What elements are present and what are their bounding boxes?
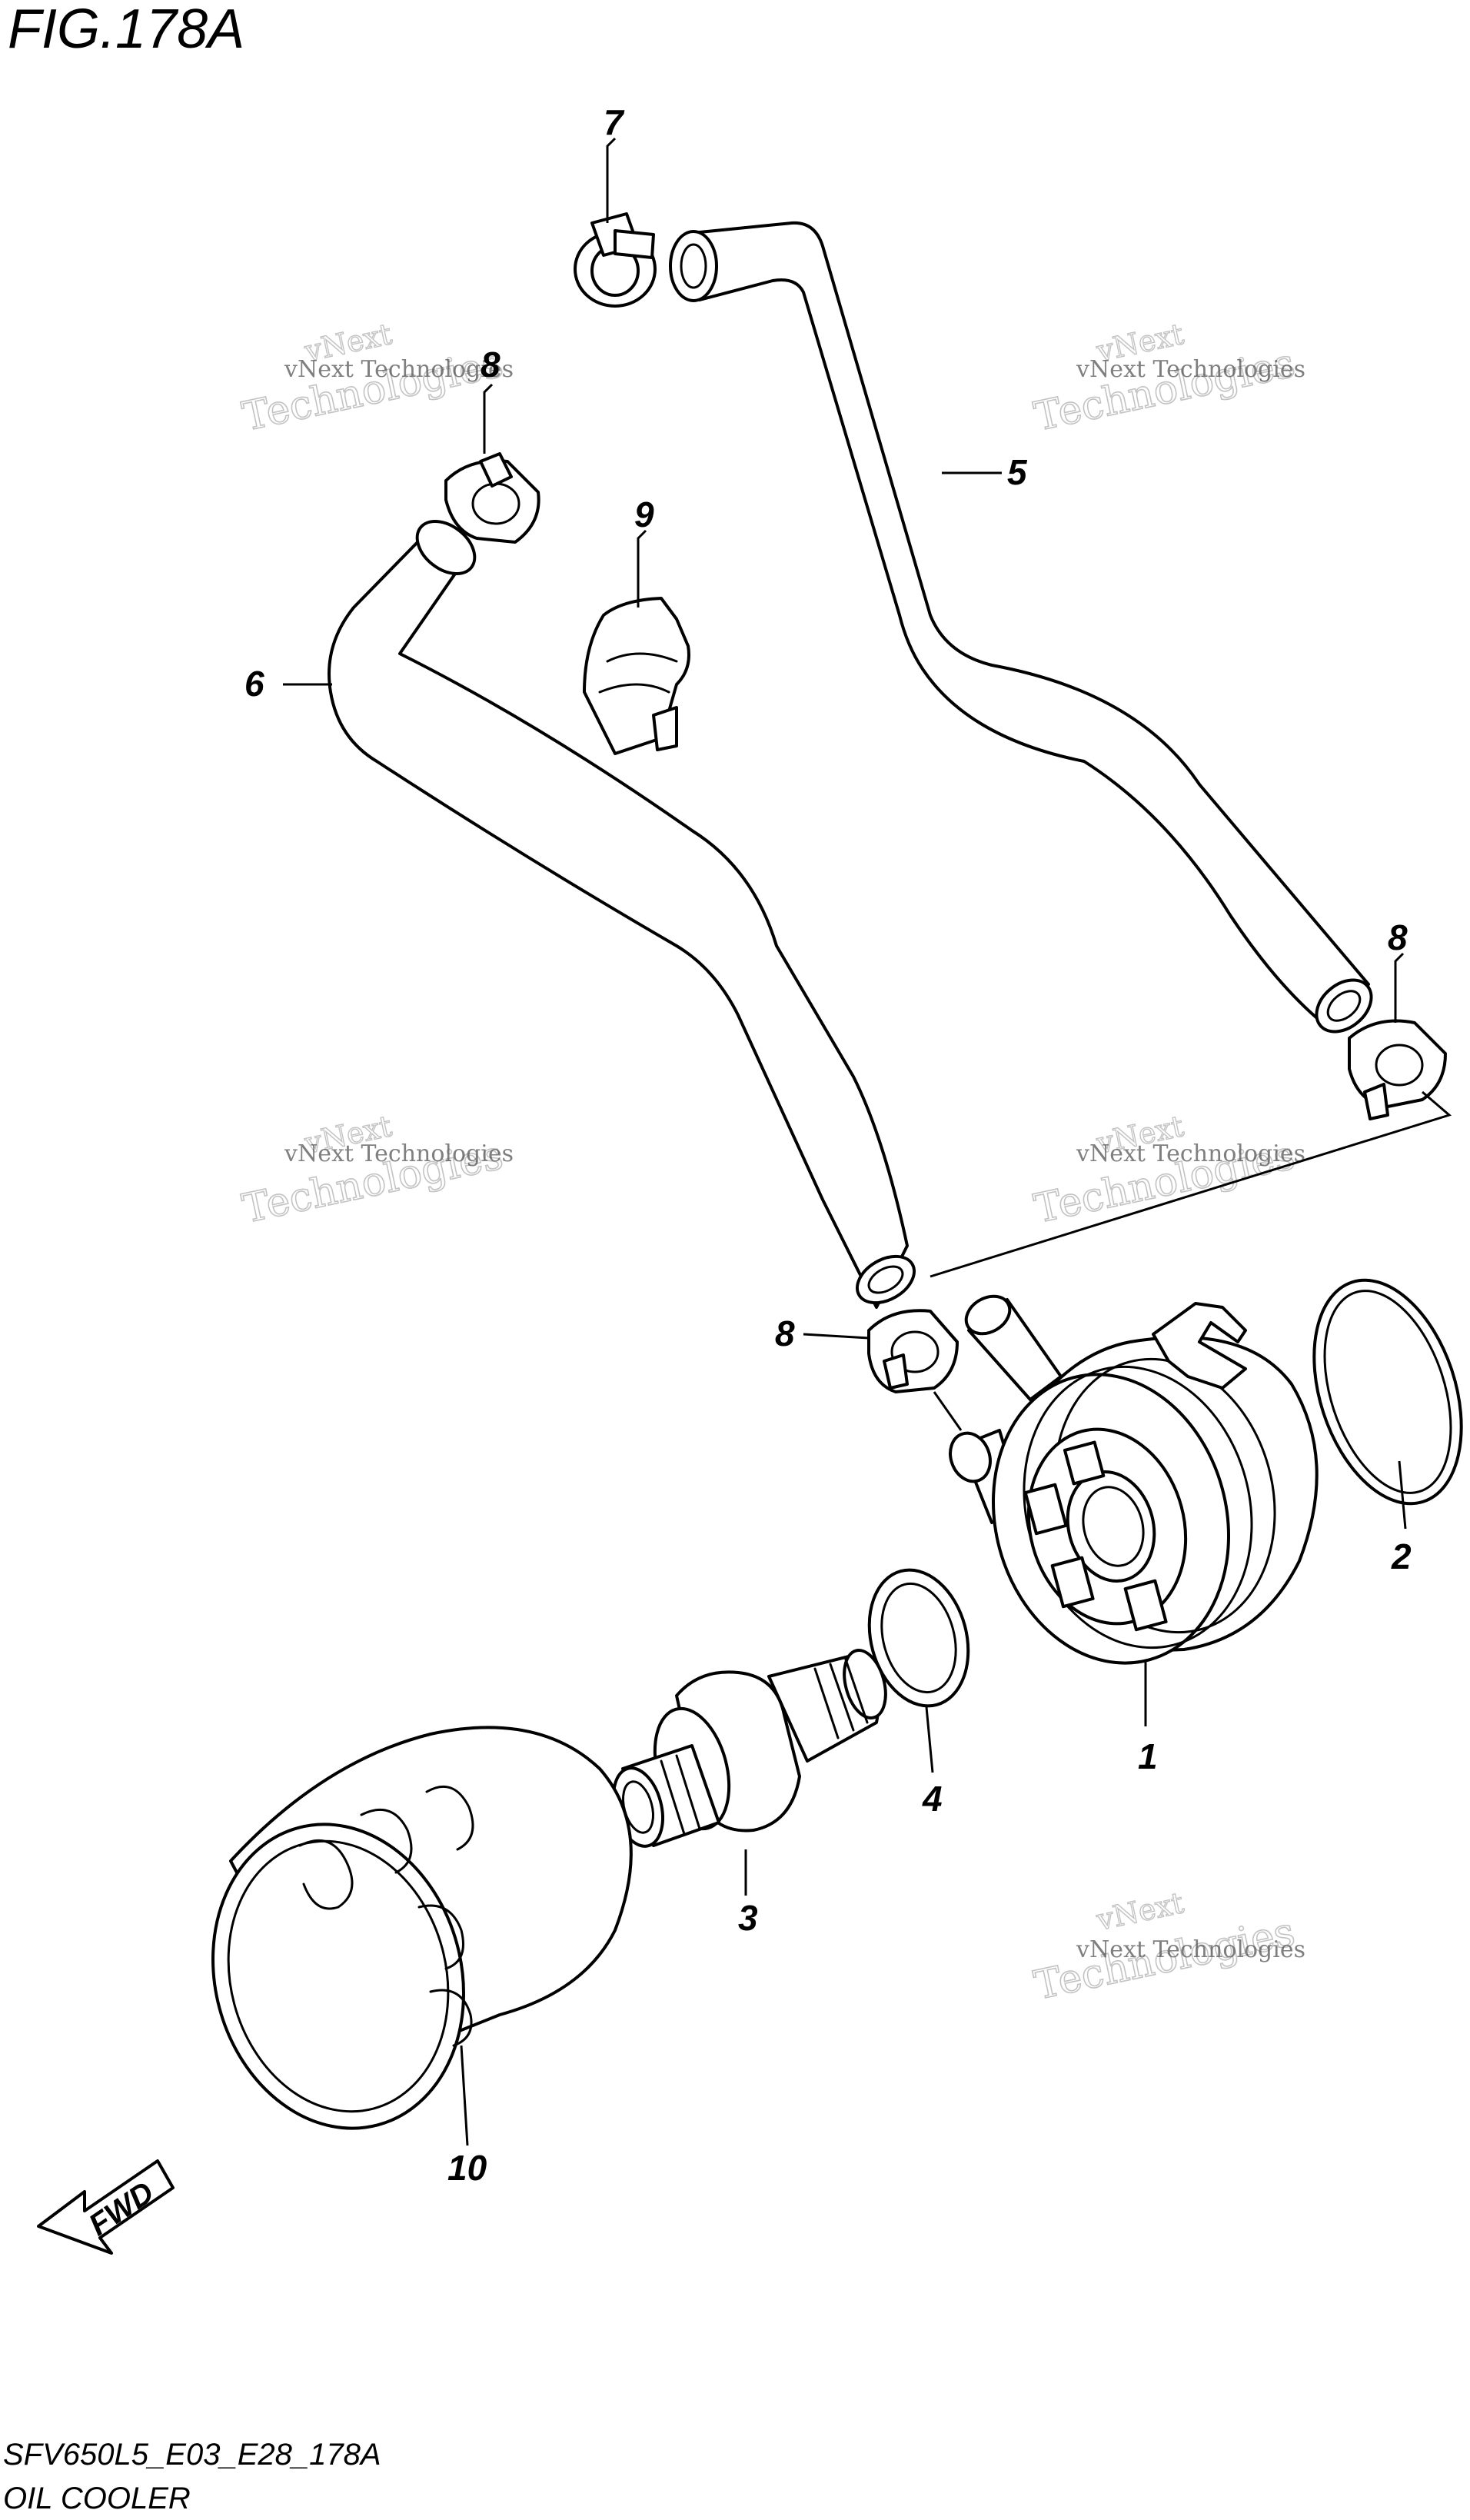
model-code: SFV650L5_E03_E28_178A bbox=[3, 2438, 381, 2472]
callout-7: 7 bbox=[604, 102, 625, 142]
callout-1: 1 bbox=[1138, 1736, 1158, 1776]
watermark-top-left: vNext Technologies vNext Technologies bbox=[238, 316, 514, 441]
svg-text:vNext Technologies: vNext Technologies bbox=[1076, 1140, 1305, 1167]
svg-text:Technologies: Technologies bbox=[238, 340, 507, 440]
callout-3: 3 bbox=[738, 1898, 758, 1938]
part-oil-cooler-1[interactable] bbox=[944, 1289, 1319, 1689]
callout-2: 2 bbox=[1391, 1536, 1412, 1576]
callout-6: 6 bbox=[244, 664, 264, 704]
callout-10: 10 bbox=[447, 2148, 487, 2188]
watermark-mid-right: vNext Technologies vNext Technologies bbox=[1029, 1108, 1305, 1233]
part-oil-filter-10[interactable] bbox=[180, 1726, 633, 2156]
svg-text:vNext Technologies: vNext Technologies bbox=[1076, 1936, 1305, 1963]
svg-text:vNext Technologies: vNext Technologies bbox=[284, 356, 514, 383]
callout-8-right: 8 bbox=[1388, 917, 1408, 957]
part-hose-6[interactable] bbox=[328, 511, 923, 1312]
callout-8-lower: 8 bbox=[775, 1313, 795, 1353]
figure-name: OIL COOLER bbox=[3, 2482, 191, 2515]
part-clamp-8c[interactable] bbox=[867, 1309, 959, 1393]
watermark-bottom-right: vNext Technologies vNext Technologies bbox=[1029, 1885, 1305, 2009]
part-clamp-8a[interactable] bbox=[444, 452, 540, 544]
leader-lines bbox=[283, 137, 1452, 2146]
callout-5: 5 bbox=[1007, 452, 1028, 492]
svg-text:vNext: vNext bbox=[1093, 1886, 1187, 1937]
part-gasket-4[interactable] bbox=[855, 1559, 983, 1717]
part-o-ring-2[interactable] bbox=[1288, 1261, 1470, 1523]
part-clamp-7[interactable] bbox=[574, 212, 657, 308]
watermark-top-right: vNext Technologies vNext Technologies bbox=[1029, 316, 1305, 441]
callout-8-upper: 8 bbox=[481, 345, 501, 384]
part-clip-9[interactable] bbox=[583, 597, 690, 755]
callout-9: 9 bbox=[634, 494, 654, 534]
part-hose-5[interactable] bbox=[669, 221, 1382, 1042]
part-union-bolt-3[interactable] bbox=[606, 1646, 893, 1852]
figure-title: FIG.178A bbox=[8, 0, 244, 60]
watermark-mid-left: vNext Technologies vNext Technologies bbox=[238, 1108, 514, 1233]
callout-4: 4 bbox=[922, 1779, 943, 1819]
svg-text:Technologies: Technologies bbox=[1030, 340, 1299, 440]
forward-direction-arrow: FWD bbox=[37, 2159, 175, 2255]
svg-text:vNext Technologies: vNext Technologies bbox=[284, 1140, 514, 1167]
part-clamp-8b[interactable] bbox=[1348, 1019, 1447, 1120]
svg-text:vNext Technologies: vNext Technologies bbox=[1076, 356, 1305, 383]
